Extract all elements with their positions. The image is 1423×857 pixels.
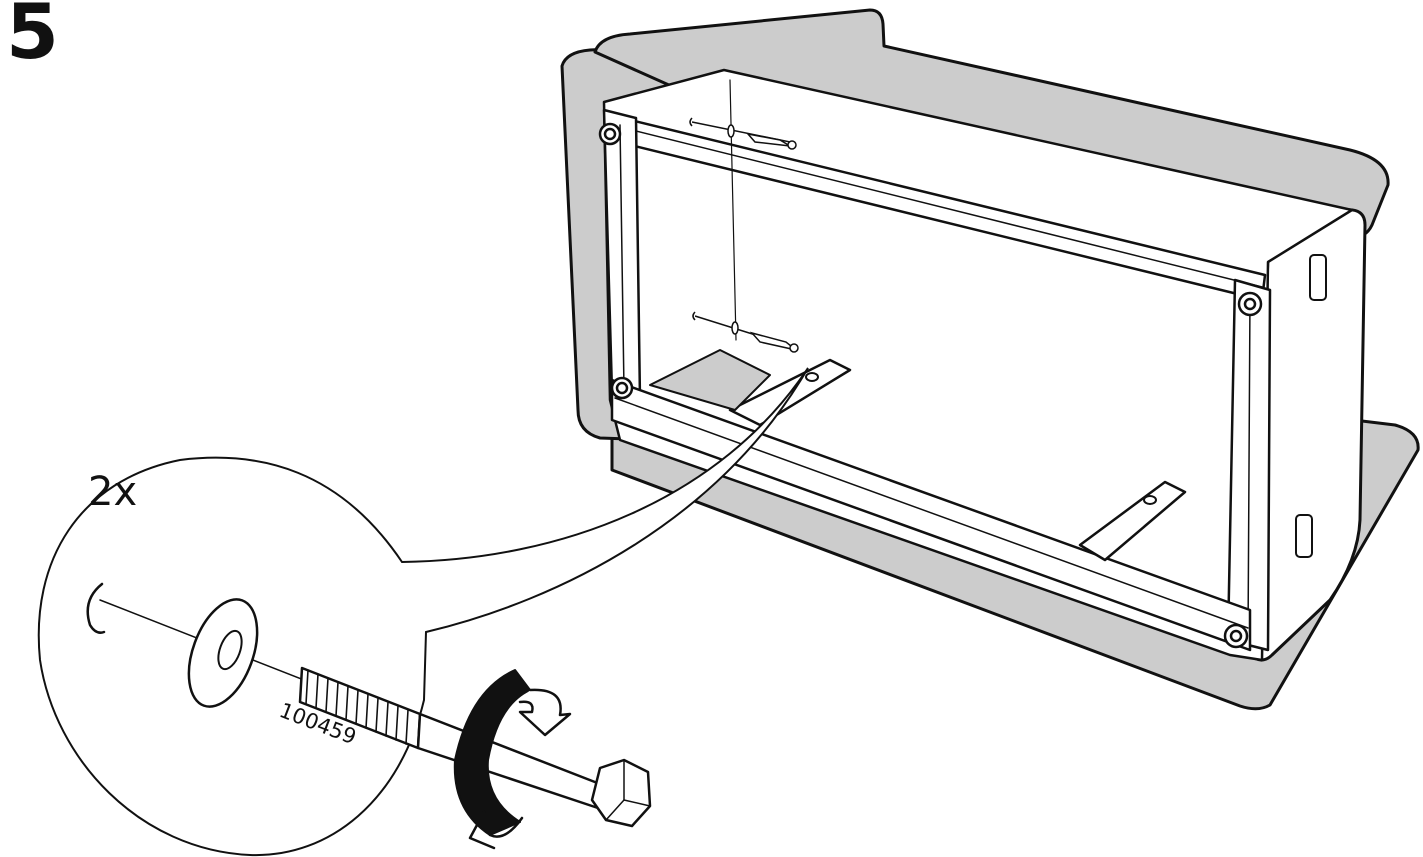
small-fastener-top bbox=[689, 117, 797, 150]
bottom-rail bbox=[610, 378, 1252, 652]
detail-callout bbox=[37, 367, 809, 857]
hardware-detail bbox=[86, 582, 652, 850]
corner-bolts bbox=[598, 122, 1263, 649]
side-brackets bbox=[1295, 254, 1327, 558]
callout-outline bbox=[37, 367, 809, 857]
cross-member-back bbox=[1078, 480, 1187, 562]
sofa-frame bbox=[560, 8, 1420, 711]
clockwise-rotation-arrow-icon bbox=[453, 669, 572, 850]
washer-icon bbox=[187, 598, 259, 708]
retaining-clip-icon bbox=[86, 582, 106, 634]
seat-floor bbox=[649, 349, 771, 411]
step-number: 5 bbox=[6, 0, 59, 76]
small-fastener-bottom bbox=[692, 311, 799, 353]
quantity-label: 2x bbox=[88, 469, 138, 515]
